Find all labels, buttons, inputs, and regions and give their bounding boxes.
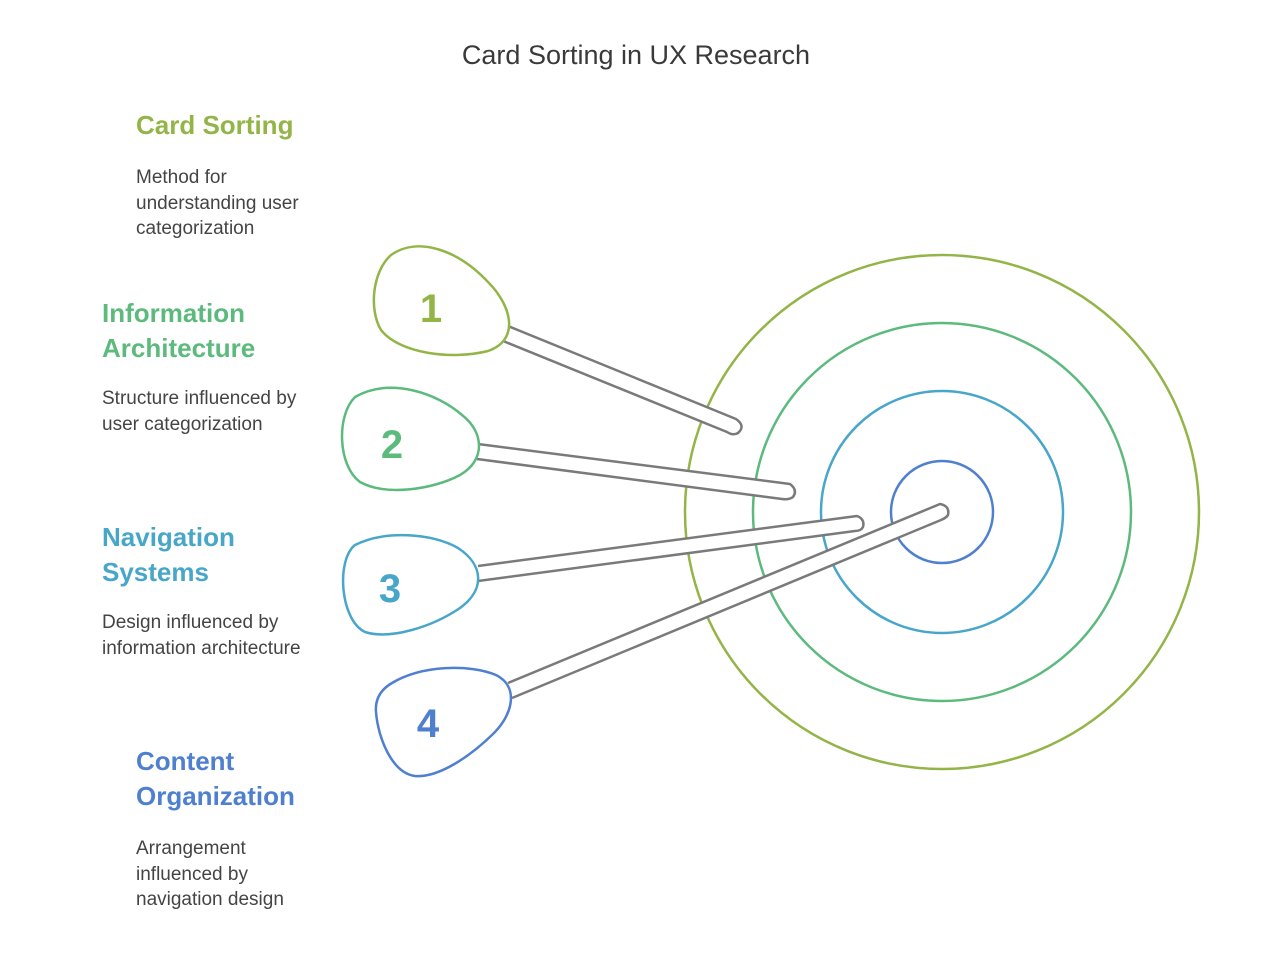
dart-1-stick [502,324,743,436]
diagram-title: Card Sorting in UX Research [461,40,811,70]
dart-1-head [372,245,511,357]
dart-4-number: 4 [417,702,440,746]
step-2-description: Structure influenced by user categorizat… [102,388,297,435]
dart-2: 2 [340,386,797,501]
dart-2-number: 2 [381,423,403,467]
dart-4-head [374,666,513,778]
dart-2-stick [476,442,797,501]
step-2-text: Information Architecture Structure influ… [102,296,302,437]
target-ring-center [889,459,995,565]
dart-3-head [341,533,480,636]
step-4-text: Content Organization Arrangement influen… [136,744,336,913]
dart-1-number: 1 [420,287,442,331]
dart-4-stick [507,502,950,700]
step-1-heading: Card Sorting [136,110,294,140]
step-3-heading: Navigation Systems [102,522,235,587]
target-ring-outer [683,253,1201,771]
target-ring-third [819,389,1065,635]
dart-4: 4 [374,502,950,778]
dart-3: 3 [341,514,865,636]
target-ring-second [751,321,1133,703]
step-2-heading: Information Architecture [102,298,256,363]
step-1-description: Method for understanding user categoriza… [136,167,299,239]
step-3-text: Navigation Systems Design influenced by … [102,520,302,661]
step-3-description: Design influenced by information archite… [102,612,301,659]
dart-3-number: 3 [379,567,401,611]
dart-1: 1 [372,245,743,436]
dart-2-head [340,386,481,492]
step-4-heading: Content Organization [136,746,295,811]
step-4-description: Arrangement influenced by navigation des… [136,838,284,910]
step-1-text: Card Sorting Method for understanding us… [136,108,336,242]
dart-3-stick [477,514,865,583]
